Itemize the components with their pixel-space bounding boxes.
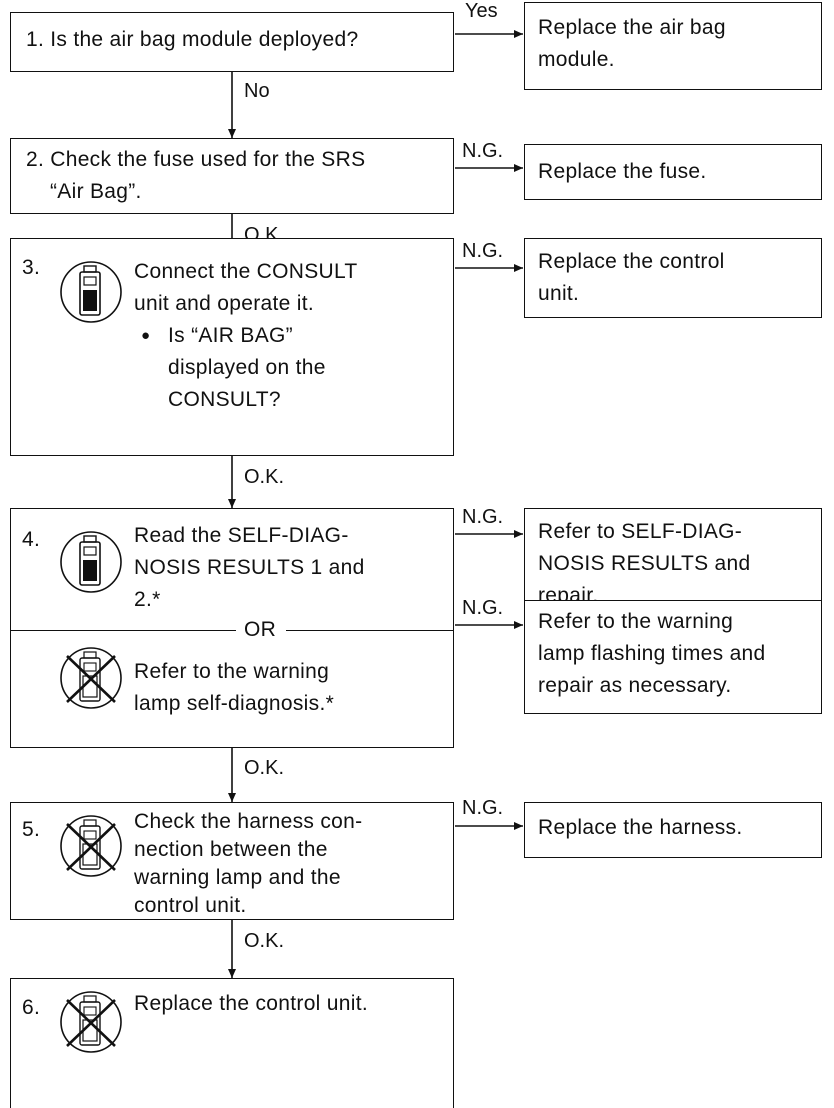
step-4-alt-line-2: lamp self-diagnosis.* xyxy=(134,692,335,715)
step-4-alt-line-1: Refer to the warning xyxy=(134,660,330,683)
step-2-line-1: 2. Check the fuse used for the SRS xyxy=(26,148,366,171)
consult-unit-icon xyxy=(60,261,122,323)
step-3-bullet: ● xyxy=(141,327,151,344)
no-consult-unit-icon xyxy=(60,647,122,709)
no-consult-unit-icon xyxy=(60,815,122,877)
result-1-line-1: Replace the air bag xyxy=(538,16,726,39)
result-box-1 xyxy=(524,2,822,90)
step-1-box xyxy=(10,12,454,72)
step-5-line-4: control unit. xyxy=(134,894,247,917)
result-5-line-1: Refer to the warning xyxy=(538,610,734,633)
result-6-line-1: Replace the harness. xyxy=(538,816,743,839)
step-3-number: 3. xyxy=(22,256,41,279)
result-5-line-3: repair as necessary. xyxy=(538,674,732,697)
step-6-line-1: Replace the control unit. xyxy=(134,992,368,1015)
result-1-line-2: module. xyxy=(538,48,615,71)
step-3-bullet-line-1: Is “AIR BAG” xyxy=(168,324,293,347)
step-4-line-2: NOSIS RESULTS 1 and xyxy=(134,556,365,579)
result-box-3 xyxy=(524,238,822,318)
consult-unit-icon xyxy=(60,531,122,593)
result-box-6 xyxy=(524,802,822,858)
or-label: OR xyxy=(244,618,277,641)
result-5-line-2: lamp flashing times and xyxy=(538,642,766,665)
no-consult-unit-icon xyxy=(60,991,122,1053)
step-2-box xyxy=(10,138,454,214)
result-3-line-1: Replace the control xyxy=(538,250,725,273)
result-box-2 xyxy=(524,144,822,200)
step-5-line-3: warning lamp and the xyxy=(134,866,341,889)
no-label: No xyxy=(244,80,270,102)
step-5-number: 5. xyxy=(22,818,41,841)
result-box-5 xyxy=(524,600,822,714)
step-6-number: 6. xyxy=(22,996,41,1019)
result-2-line-1: Replace the fuse. xyxy=(538,160,707,183)
or-divider-right xyxy=(286,630,454,631)
or-divider-left xyxy=(10,630,236,631)
ng-label-4a: N.G. xyxy=(462,506,504,528)
step-5-line-1: Check the harness con- xyxy=(134,810,363,833)
result-3-line-2: unit. xyxy=(538,282,580,305)
step-4-line-3: 2.* xyxy=(134,588,161,611)
ok-label-5: O.K. xyxy=(244,930,285,952)
ng-label-2: N.G. xyxy=(462,140,504,162)
result-4-line-1: Refer to SELF-DIAG- xyxy=(538,520,743,543)
step-4-line-1: Read the SELF-DIAG- xyxy=(134,524,349,547)
step-3-bullet-line-2: displayed on the xyxy=(168,356,326,379)
step-2-line-2: “Air Bag”. xyxy=(50,180,142,203)
ng-label-4b: N.G. xyxy=(462,597,504,619)
step-5-line-2: nection between the xyxy=(134,838,328,861)
ok-label-3: O.K. xyxy=(244,466,285,488)
step-3-box xyxy=(10,238,454,456)
step-4-number: 4. xyxy=(22,528,41,551)
step-3-bullet-line-3: CONSULT? xyxy=(168,388,281,411)
yes-label: Yes xyxy=(465,0,498,22)
ok-label-4: O.K. xyxy=(244,757,285,779)
ng-label-3: N.G. xyxy=(462,240,504,262)
step-3-line-1: Connect the CONSULT xyxy=(134,260,358,283)
step-3-line-2: unit and operate it. xyxy=(134,292,314,315)
step-1-text: 1. Is the air bag module deployed? xyxy=(26,28,359,51)
ng-label-5: N.G. xyxy=(462,797,504,819)
result-4-line-2: NOSIS RESULTS and xyxy=(538,552,751,575)
